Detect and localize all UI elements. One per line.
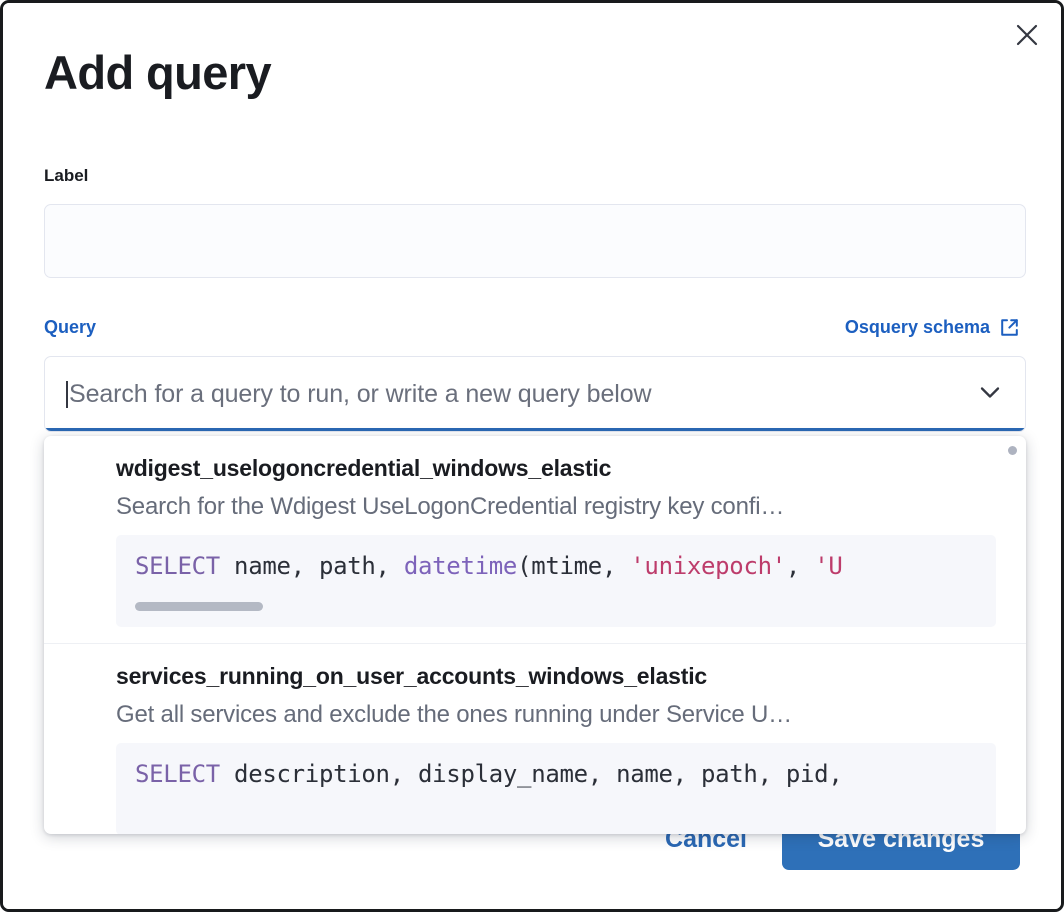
- query-suggestion-title: wdigest_uselogoncredential_windows_elast…: [116, 455, 612, 481]
- query-suggestion-item[interactable]: wdigest_uselogoncredential_windows_elast…: [44, 436, 1026, 643]
- sql-token-plain: description, display_name, name, path, p…: [219, 760, 843, 788]
- query-suggestions-list: wdigest_uselogoncredential_windows_elast…: [44, 436, 1026, 834]
- query-suggestion-item[interactable]: services_running_on_user_accounts_window…: [44, 643, 1026, 834]
- osquery-schema-link[interactable]: Osquery schema: [845, 317, 1020, 338]
- chevron-down-icon[interactable]: [975, 377, 1005, 412]
- query-suggestions-dropdown[interactable]: wdigest_uselogoncredential_windows_elast…: [44, 436, 1026, 834]
- add-query-modal: Add query Label Query Osquery schema Sea…: [3, 3, 1061, 909]
- label-input[interactable]: [44, 204, 1026, 278]
- query-suggestion-code-block: SELECT description, display_name, name, …: [116, 743, 996, 834]
- external-link-icon: [999, 317, 1020, 338]
- text-caret: [66, 380, 68, 408]
- label-field-label: Label: [44, 166, 89, 185]
- query-suggestion-description: Search for the Wdigest UseLogonCredentia…: [116, 493, 785, 520]
- code-horizontal-scrollbar[interactable]: [135, 602, 263, 611]
- sql-code-line: SELECT name, path, datetime(mtime, 'unix…: [135, 552, 996, 580]
- sql-token-keyword: SELECT: [135, 760, 220, 788]
- dropdown-scrollbar-thumb[interactable]: [1008, 446, 1017, 455]
- sql-token-keyword: SELECT: [135, 552, 220, 580]
- query-field-label[interactable]: Query: [44, 317, 97, 337]
- close-icon: [1014, 22, 1040, 48]
- query-suggestion-code-block: SELECT name, path, datetime(mtime, 'unix…: [116, 535, 996, 627]
- sql-token-plain: ,: [785, 552, 815, 580]
- sql-token-plain: name, path,: [219, 552, 404, 580]
- sql-token-plain: (mtime,: [517, 552, 631, 580]
- sql-token-function: datetime: [403, 552, 518, 580]
- sql-code-line: SELECT description, display_name, name, …: [135, 760, 996, 788]
- page-title: Add query: [44, 46, 272, 99]
- sql-token-string: 'U: [814, 552, 843, 580]
- sql-token-string: 'unixepoch': [630, 552, 786, 580]
- query-suggestion-description: Get all services and exclude the ones ru…: [116, 701, 792, 728]
- query-search-input[interactable]: Search for a query to run, or write a ne…: [69, 379, 652, 408]
- osquery-schema-link-label: Osquery schema: [844, 317, 990, 337]
- close-button[interactable]: [1007, 15, 1047, 55]
- query-suggestion-title: services_running_on_user_accounts_window…: [116, 663, 707, 689]
- query-combobox[interactable]: Search for a query to run, or write a ne…: [44, 356, 1026, 432]
